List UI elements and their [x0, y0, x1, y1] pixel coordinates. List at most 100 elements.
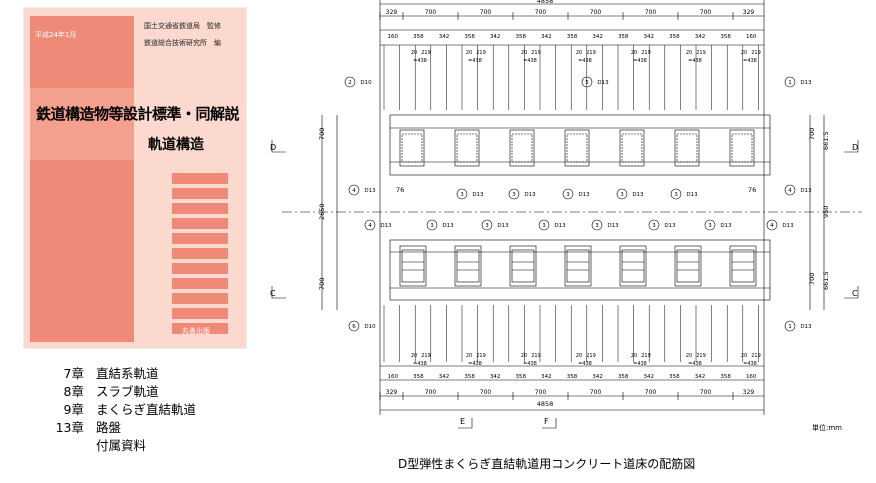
stirrup-top-1 [454, 129, 480, 167]
dim-bar-c2-3: =438 [578, 361, 592, 367]
dim-top-1: 700 [425, 9, 437, 16]
dim-sub-top-11: 358 [669, 34, 680, 40]
section-mark-f: F [544, 417, 549, 426]
dim-bar-a-1: 20 [466, 50, 472, 56]
stirrup-top-6 [729, 129, 755, 167]
cover-editor: 鉄道総合技術研究所 編 [144, 39, 221, 47]
dim-sub-bottom-13: 358 [720, 374, 731, 380]
dim-sub-top-12: 342 [695, 34, 706, 40]
dim-sub-top-13: 358 [720, 34, 731, 40]
rebar-drawing: 4858 4858 D D C C E F 700 2650 700 700 6… [270, 0, 862, 429]
dim-bar-a-4: 20 [631, 50, 637, 56]
dim-sub-top-6: 342 [541, 34, 552, 40]
dim-bar-c-1: =438 [468, 58, 482, 64]
bar-marker-no-2: 5 [585, 80, 589, 86]
dim-bar-c-4: =438 [633, 58, 647, 64]
section-mark-d-left: D [270, 143, 276, 152]
stirrup-bottom-1 [454, 245, 482, 287]
bar-marker-3 [348, 184, 360, 196]
cover-date: 平成24年1月 [35, 31, 77, 39]
bar-marker-no-9: 3 [542, 223, 546, 229]
stirrup-top-5 [674, 129, 700, 167]
bar-marker-size-3: D13 [364, 188, 376, 194]
dim-left-mid: 2650 [318, 203, 326, 220]
dim-sub-bottom-0: 160 [388, 374, 399, 380]
dim-bar-a2-1: 20 [466, 353, 472, 359]
dim-sub-bottom-3: 358 [464, 374, 475, 380]
label-76-right: 76 [748, 186, 756, 194]
bar-marker-size-11: D13 [664, 223, 676, 229]
dim-sub-bottom-9: 358 [618, 374, 629, 380]
dim-bar-c2-4: =438 [633, 361, 647, 367]
dim-top-4: 700 [590, 9, 602, 16]
bar-marker-no-18: 3 [620, 192, 624, 198]
bar-marker-no-16: 3 [512, 192, 516, 198]
stirrup-top-4 [619, 129, 645, 167]
stirrup-bottom-0 [399, 245, 427, 287]
dim-bar-a2-5: 20 [686, 353, 692, 359]
bar-marker-size-17: D13 [578, 192, 590, 198]
bar-marker-size-1: D13 [800, 80, 812, 86]
dim-sub-top-0: 160 [388, 34, 399, 40]
dim-sub-top-9: 358 [618, 34, 629, 40]
dim-sub-top-10: 342 [644, 34, 655, 40]
bar-marker-size-2: D13 [597, 80, 609, 86]
bar-marker-size-6: D13 [782, 223, 794, 229]
bar-marker-16 [508, 188, 520, 200]
dim-bar-b-5: 219 [696, 50, 706, 56]
stirrup-bottom-2 [509, 245, 537, 287]
dim-sub-bottom-4: 342 [490, 374, 501, 380]
bar-marker-4 [784, 184, 796, 196]
bar-marker-no-12: 3 [708, 223, 712, 229]
dim-bar-a-3: 20 [576, 50, 582, 56]
dim-right-a: 661.5 [822, 131, 830, 150]
dim-bottom-0: 329 [386, 389, 398, 396]
bar-marker-size-8: D13 [497, 223, 509, 229]
bar-marker-size-5: D13 [380, 223, 392, 229]
dim-bar-b2-2: 219 [531, 353, 541, 359]
section-mark-c-left: C [270, 289, 276, 298]
bar-marker-no-1: 1 [788, 80, 792, 86]
dim-bar-c2-6: =438 [743, 361, 757, 367]
dim-bar-b2-3: 219 [586, 353, 596, 359]
dim-top-3: 700 [535, 9, 547, 16]
bar-marker-no-3: 4 [352, 188, 356, 194]
dim-bar-a-6: 20 [741, 50, 747, 56]
bar-marker-no-11: 3 [652, 223, 656, 229]
bar-marker-13 [348, 320, 360, 332]
dim-sub-bottom-12: 342 [695, 374, 706, 380]
section-mark-c-right: C [852, 289, 858, 298]
bar-marker-11 [648, 219, 660, 231]
dim-bar-b-1: 219 [476, 50, 486, 56]
dim-bar-b-2: 219 [531, 50, 541, 56]
stirrup-top-0 [399, 129, 425, 167]
bar-marker-17 [562, 188, 574, 200]
dim-bar-c-3: =438 [578, 58, 592, 64]
dim-bottom-2: 700 [480, 389, 492, 396]
dim-bar-c-5: =438 [688, 58, 702, 64]
bar-marker-size-13: D10 [364, 324, 376, 330]
dim-bar-b-3: 219 [586, 50, 596, 56]
bar-marker-size-15: D13 [472, 192, 484, 198]
dim-bar-b2-0: 219 [421, 353, 431, 359]
bar-marker-2 [581, 76, 593, 88]
cover-publisher: 丸善出版 [182, 327, 210, 335]
dim-bar-c-2: =438 [523, 58, 537, 64]
unit-label: 単位:mm [812, 424, 842, 432]
bar-marker-size-12: D13 [720, 223, 732, 229]
bar-marker-6 [766, 219, 778, 231]
bar-marker-no-19: 3 [674, 192, 678, 198]
bar-marker-no-8: 3 [485, 223, 489, 229]
cover-supervisor: 国土交通省鉄道局 監修 [144, 22, 221, 30]
bar-marker-size-10: D13 [607, 223, 619, 229]
dim-top-0: 329 [386, 9, 398, 16]
dim-bar-c-6: =438 [743, 58, 757, 64]
dim-left-bottom: 700 [318, 278, 326, 290]
bar-marker-size-18: D13 [632, 192, 644, 198]
dim-bar-a-2: 20 [521, 50, 527, 56]
dim-sub-top-14: 160 [746, 34, 757, 40]
dim-bar-a2-0: 20 [411, 353, 417, 359]
dim-bar-b2-1: 219 [476, 353, 486, 359]
dim-total-top: 4858 [537, 0, 554, 5]
dim-sub-bottom-14: 160 [746, 374, 757, 380]
